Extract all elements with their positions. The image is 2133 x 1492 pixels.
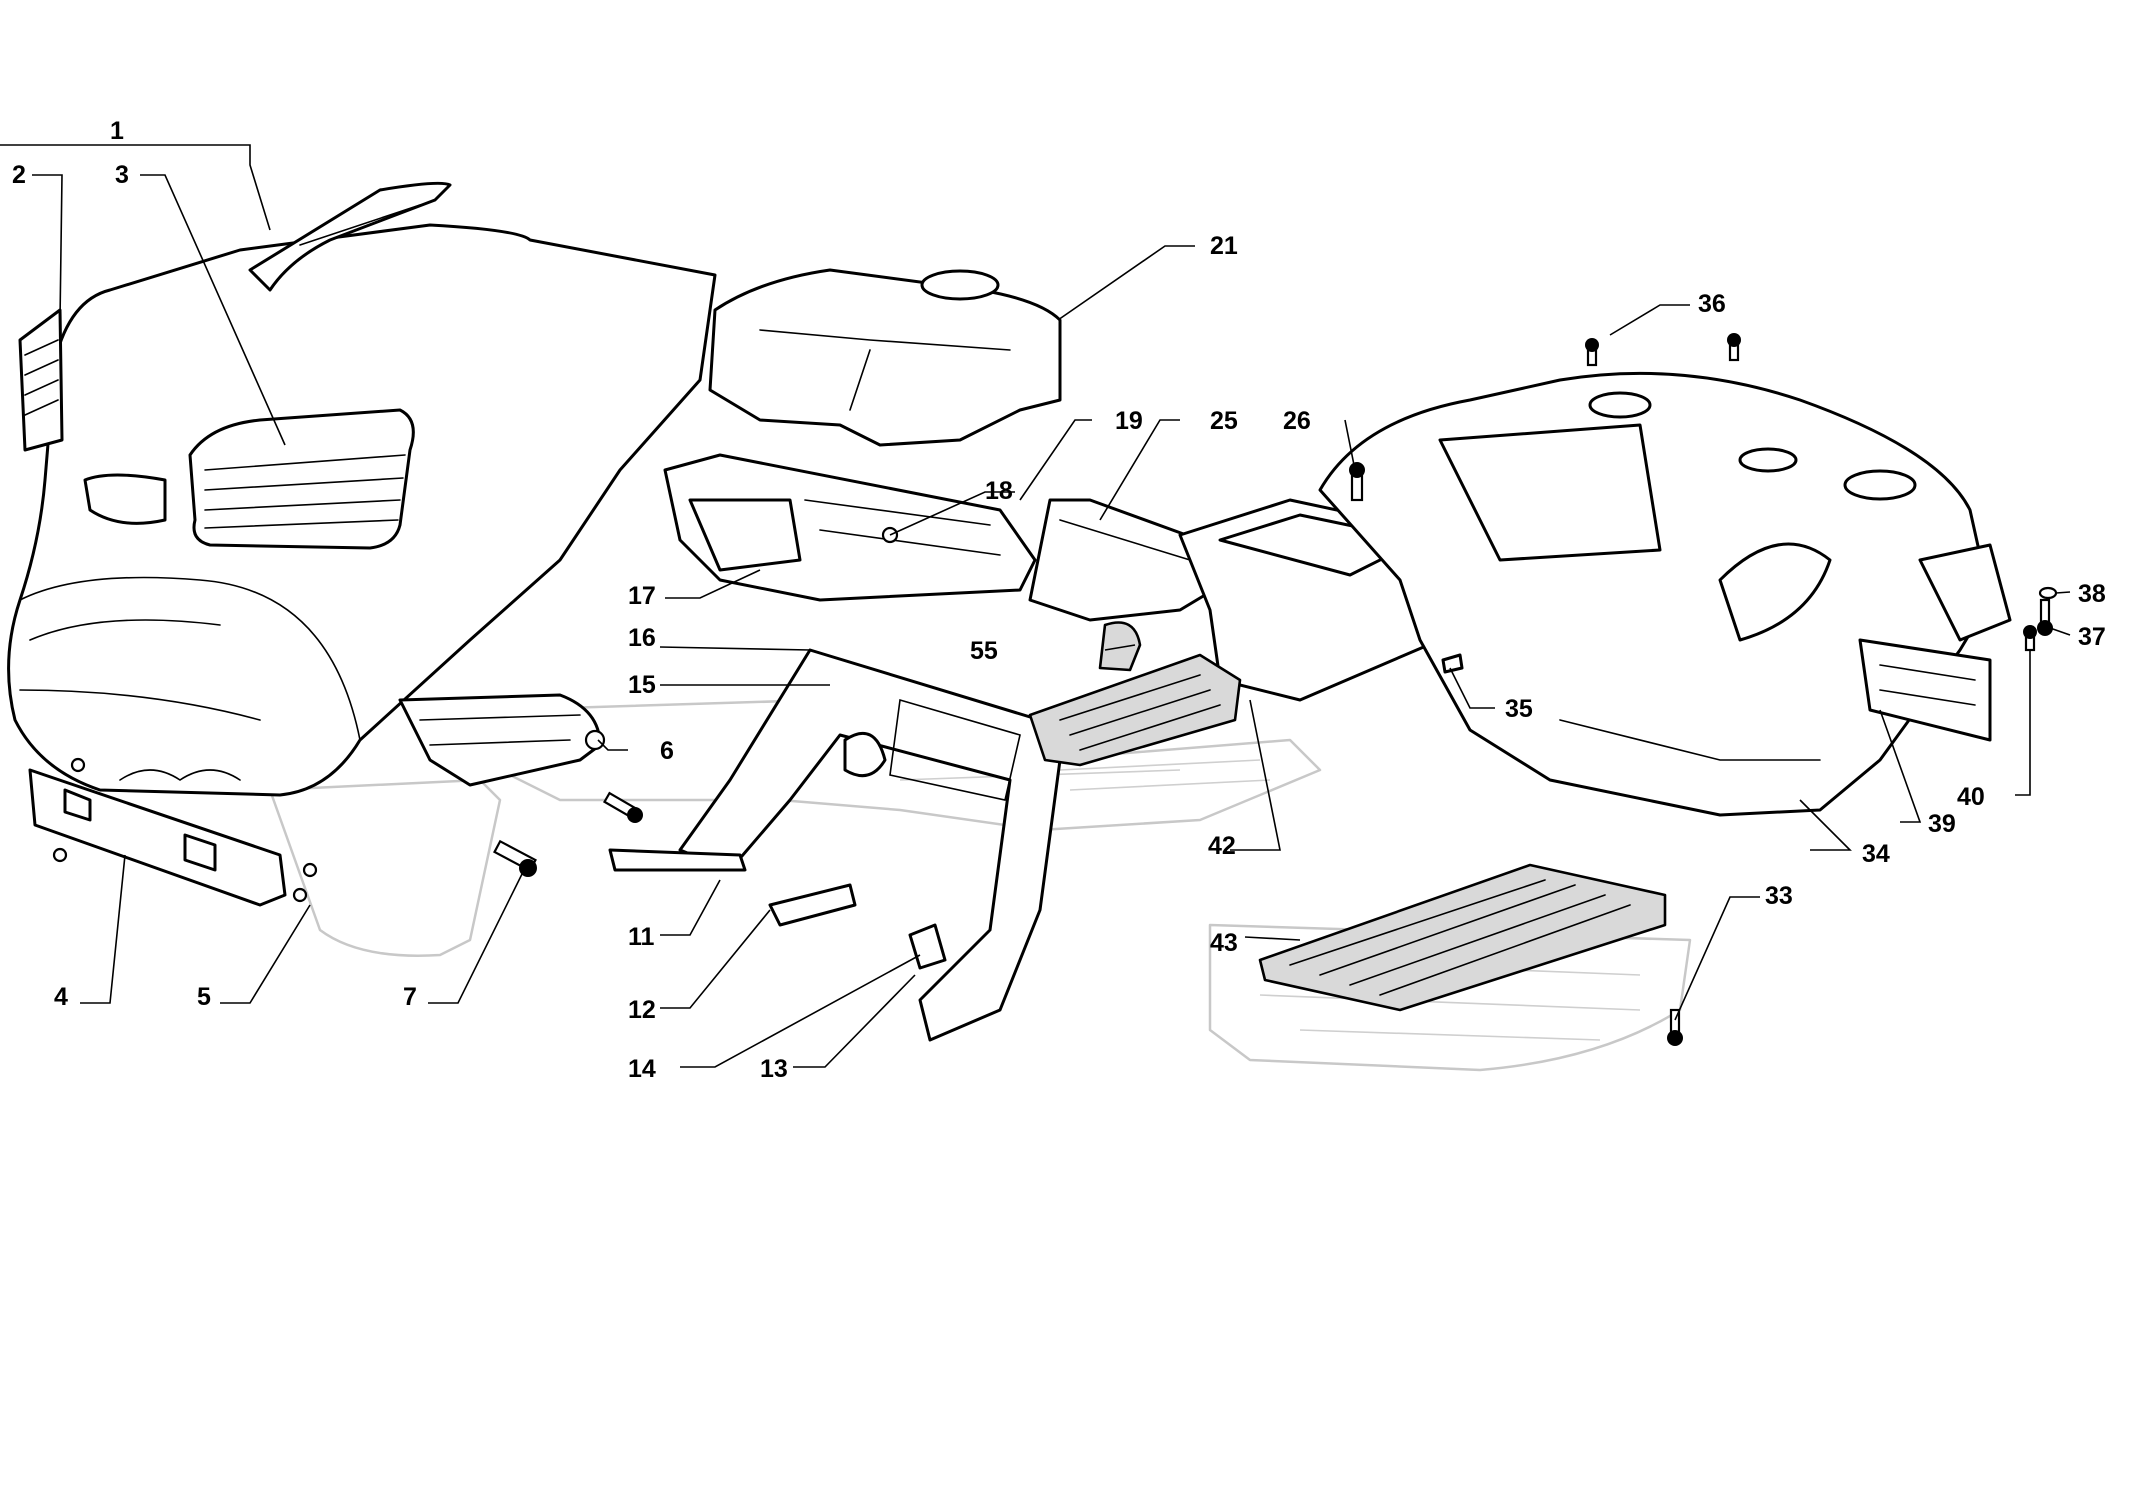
callout-15: 15 [628, 671, 656, 699]
callout-5: 5 [197, 983, 211, 1011]
callout-36: 36 [1698, 290, 1726, 318]
screw-37[interactable] [2037, 598, 2053, 636]
callout-43: 43 [1210, 929, 1238, 957]
callout-40: 40 [1957, 783, 1985, 811]
screw-36[interactable] [1585, 333, 1741, 367]
clip-35[interactable] [1441, 653, 1464, 674]
front-bracket[interactable] [28, 757, 318, 907]
screw-7[interactable] [493, 839, 537, 877]
dash-tray[interactable] [663, 453, 1037, 602]
callout-33: 33 [1765, 882, 1793, 910]
callout-42: 42 [1208, 832, 1236, 860]
callout-39: 39 [1928, 810, 1956, 838]
callout-6: 6 [660, 737, 674, 765]
callout-14: 14 [628, 1055, 656, 1083]
callout-12: 12 [628, 996, 656, 1024]
front-panel[interactable] [608, 648, 1062, 1042]
callout-13: 13 [760, 1055, 788, 1083]
callout-labels: 1 2 3 4 5 6 7 11 12 13 14 15 16 17 18 19… [12, 117, 2106, 1083]
callout-2: 2 [12, 161, 26, 189]
hood-hinge[interactable] [398, 693, 606, 787]
callout-26: 26 [1283, 407, 1311, 435]
washer-38[interactable] [2038, 586, 2058, 600]
screw-26[interactable] [1349, 462, 1365, 502]
callout-7: 7 [403, 983, 417, 1011]
callout-11: 11 [628, 923, 655, 951]
callout-35: 35 [1505, 695, 1533, 723]
rear-body[interactable] [1318, 371, 2012, 817]
callout-34: 34 [1862, 840, 1890, 868]
screw-6b[interactable] [603, 791, 643, 823]
floor-mat-42[interactable] [1028, 653, 1242, 767]
callout-19: 19 [1115, 407, 1143, 435]
callout-38: 38 [2078, 580, 2106, 608]
rear-bracket-39[interactable] [1858, 638, 1992, 742]
callout-37: 37 [2078, 623, 2106, 651]
hood[interactable] [7, 181, 717, 797]
dash-cover[interactable] [708, 268, 1062, 447]
callout-55: 55 [970, 637, 998, 665]
screw-40[interactable] [2023, 625, 2037, 652]
callout-17: 17 [628, 582, 656, 610]
callout-1: 1 [110, 117, 124, 145]
callout-18: 18 [985, 477, 1013, 505]
callout-3: 3 [115, 161, 129, 189]
callout-21: 21 [1210, 232, 1238, 260]
callout-25: 25 [1210, 407, 1238, 435]
callout-4: 4 [54, 983, 68, 1011]
leader-lines [0, 144, 2071, 1068]
floor-mat-43[interactable] [1258, 863, 1667, 1012]
knob-55[interactable] [1098, 621, 1142, 672]
callout-16: 16 [628, 624, 656, 652]
screw-33[interactable] [1667, 1008, 1683, 1046]
